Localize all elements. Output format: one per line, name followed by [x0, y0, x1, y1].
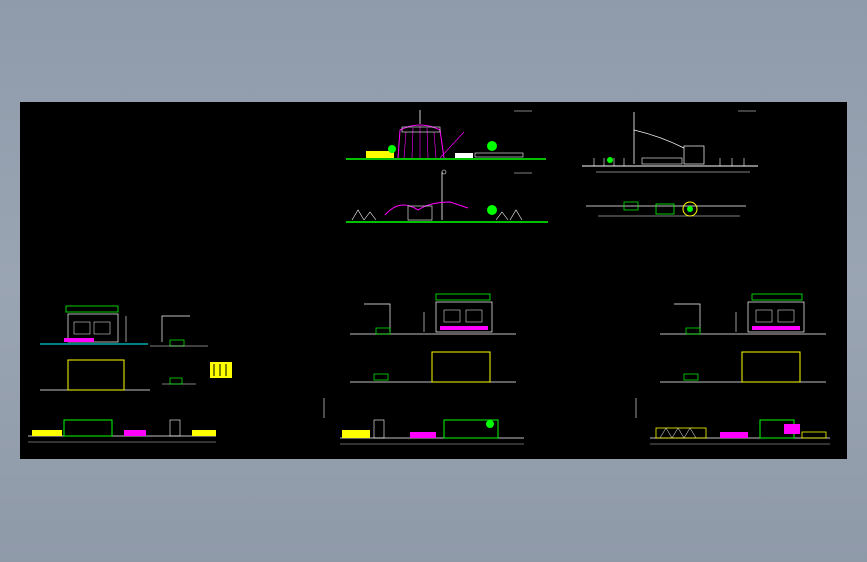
guardhouse-drawing-right: [635, 293, 830, 445]
elevation-drawing-2: [346, 169, 548, 223]
cad-drawing: [28, 110, 830, 445]
guardhouse-drawing-middle: [323, 293, 524, 445]
guardhouse-drawing-left: [28, 305, 232, 443]
plan-drawing-1: [586, 201, 746, 217]
elevation-drawing-1: [346, 110, 546, 160]
cad-drawing-viewport[interactable]: [20, 102, 847, 459]
elevation-drawing-3: [582, 110, 758, 173]
